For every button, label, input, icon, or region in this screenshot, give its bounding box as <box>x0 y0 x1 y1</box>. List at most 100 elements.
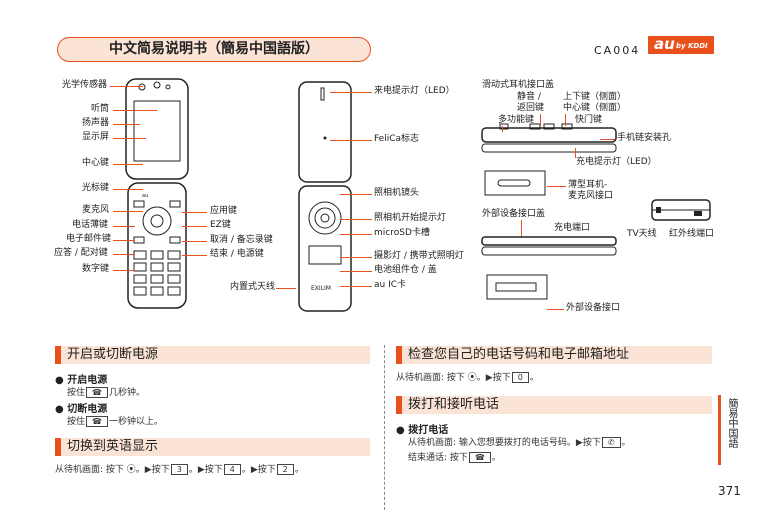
label-back-key: 返回键 <box>517 103 545 113</box>
phone-side-top-illustration <box>481 123 617 153</box>
phone-front-open-illustration: au <box>125 78 189 309</box>
key-0: 0 <box>511 372 529 383</box>
leader <box>113 270 135 271</box>
side-tab-bar <box>718 395 721 465</box>
english-text: 从待机画面: 按下 <box>55 465 124 475</box>
end-key-icon: ☎ <box>86 416 108 427</box>
label-optical-sensor: 光学传感器 <box>62 80 108 90</box>
leader <box>340 271 372 272</box>
make-call-instruction: 从待机画面: 输入您想要拨打的电话号码。▶按下✆。 <box>408 437 631 448</box>
svg-text:au: au <box>142 193 148 199</box>
label-speaker: 扬声器 <box>82 118 110 128</box>
label-multi-key: 多功能键 <box>498 115 535 125</box>
label-phonebook-key: 电话薄键 <box>72 220 109 230</box>
power-on-text-suffix: 几秒钟。 <box>108 388 145 398</box>
page-number: 371 <box>718 484 741 498</box>
phone-end-illustration <box>651 199 711 221</box>
label-side-center-key: 中心键（侧面） <box>563 103 627 113</box>
label-shutter-key: 快门键 <box>575 115 603 125</box>
leader <box>521 220 522 238</box>
leader <box>113 110 157 111</box>
bullet-power-off: ● 切断电源 <box>55 404 108 415</box>
key-2: 2 <box>276 464 294 475</box>
center-key-icon: ⦿ <box>467 373 477 383</box>
label-cancel-key: 取消 / 备忘录键 <box>210 235 273 245</box>
leader <box>340 257 372 258</box>
label-earphone-cover: 滑动式耳机接口盖 <box>482 80 555 90</box>
label-internal-antenna: 内置式天线 <box>230 282 276 292</box>
key-4: 4 <box>223 464 241 475</box>
leader <box>113 226 135 227</box>
section-title-my-number: 检查您自己的电话号码和电子邮箱地址 <box>396 346 712 364</box>
power-on-instruction: 按住☎几秒钟。 <box>67 385 145 398</box>
leader <box>113 254 135 255</box>
leader <box>340 234 372 235</box>
label-cursor-key: 光标键 <box>82 183 110 193</box>
label-camera-start-led: 照相机开始提示灯 <box>374 213 447 223</box>
label-camera-lens: 照相机镜头 <box>374 188 420 198</box>
label-charge-port: 充电端口 <box>554 223 591 233</box>
label-center-key: 中心键 <box>82 158 110 168</box>
section-title-power: 开启或切断电源 <box>55 346 370 364</box>
leader <box>330 140 372 141</box>
section-title-english: 切换到英语显示 <box>55 438 370 456</box>
label-ir-port: 红外线端口 <box>669 229 715 239</box>
power-off-title: 切断电源 <box>67 404 108 415</box>
leader <box>113 189 143 190</box>
label-email-key: 电子邮件键 <box>66 234 112 244</box>
end-call-text: 结束通话: 按下 <box>408 453 468 463</box>
au-logo-sub: by KDDI <box>676 42 708 50</box>
label-updown-key: 上下键（侧面） <box>563 92 627 102</box>
model-number: CA004 <box>594 44 641 57</box>
leader <box>330 92 372 93</box>
label-app-key: 应用键 <box>210 206 238 216</box>
ext-connector-detail <box>486 274 548 300</box>
my-number-text: 从待机画面: 按下 <box>396 373 465 383</box>
label-display: 显示屏 <box>82 132 110 142</box>
label-earpiece: 听筒 <box>91 104 110 114</box>
label-felica-mark: FeliCa标志 <box>374 134 420 144</box>
leader <box>540 114 541 126</box>
bullet-power-on: ● 开启电源 <box>55 375 108 386</box>
label-mic-jack: 麦克风接口 <box>568 191 614 201</box>
leader <box>276 288 296 289</box>
label-silent: 静音 / <box>517 92 541 102</box>
make-call-title: 拨打电话 <box>408 425 449 436</box>
leader <box>113 240 135 241</box>
label-answer-key: 应答 / 配对键 <box>54 248 108 258</box>
leader <box>113 211 143 212</box>
leader <box>340 194 372 195</box>
label-au-ic-card: au IC卡 <box>374 280 407 290</box>
leader <box>547 186 566 187</box>
end-call-instruction: 结束通话: 按下☎。 <box>408 452 501 463</box>
label-charge-led: 充电提示灯（LED） <box>576 157 657 167</box>
document-title: 中文简易说明书（簡易中国語版） <box>57 37 371 62</box>
center-key-icon: ⦿ <box>126 465 136 475</box>
leader <box>113 138 146 139</box>
power-on-title: 开启电源 <box>67 375 108 386</box>
section-title-calls: 拨打和接听电话 <box>396 396 712 414</box>
leader <box>182 255 207 256</box>
au-logo-text: au <box>654 35 675 53</box>
side-tab: 簡易中国語 <box>724 398 738 452</box>
leader <box>547 309 564 310</box>
label-end-power-key: 结束 / 电源键 <box>210 249 264 259</box>
label-ez-key: EZ键 <box>210 220 231 230</box>
label-flat-earphone: 薄型耳机- <box>568 180 608 190</box>
label-tv-antenna: TV天线 <box>627 229 657 239</box>
au-logo: au by KDDI <box>648 35 714 54</box>
label-microsd-slot: microSD卡槽 <box>374 228 430 238</box>
power-off-instruction: 按住☎一秒钟以上。 <box>67 414 163 427</box>
bullet-make-call: ● 拨打电话 <box>396 425 449 436</box>
phone-back-illustration: EXILIM <box>298 81 352 312</box>
label-strap-hole: 手机链安装孔 <box>617 133 672 143</box>
earphone-jack-detail <box>484 170 546 196</box>
label-ext-connector: 外部设备接口 <box>566 303 621 313</box>
make-call-text: 从待机画面: 输入您想要拨打的电话号码。▶按下 <box>408 438 601 448</box>
leader <box>113 164 143 165</box>
label-ext-connector-cover: 外部设备接口盖 <box>482 209 546 219</box>
end-key-icon: ☎ <box>468 452 491 463</box>
document-title-text: 中文简易说明书（簡易中国語版） <box>109 41 319 57</box>
label-flash-light: 摄影灯 / 携带式照明灯 <box>374 251 464 261</box>
